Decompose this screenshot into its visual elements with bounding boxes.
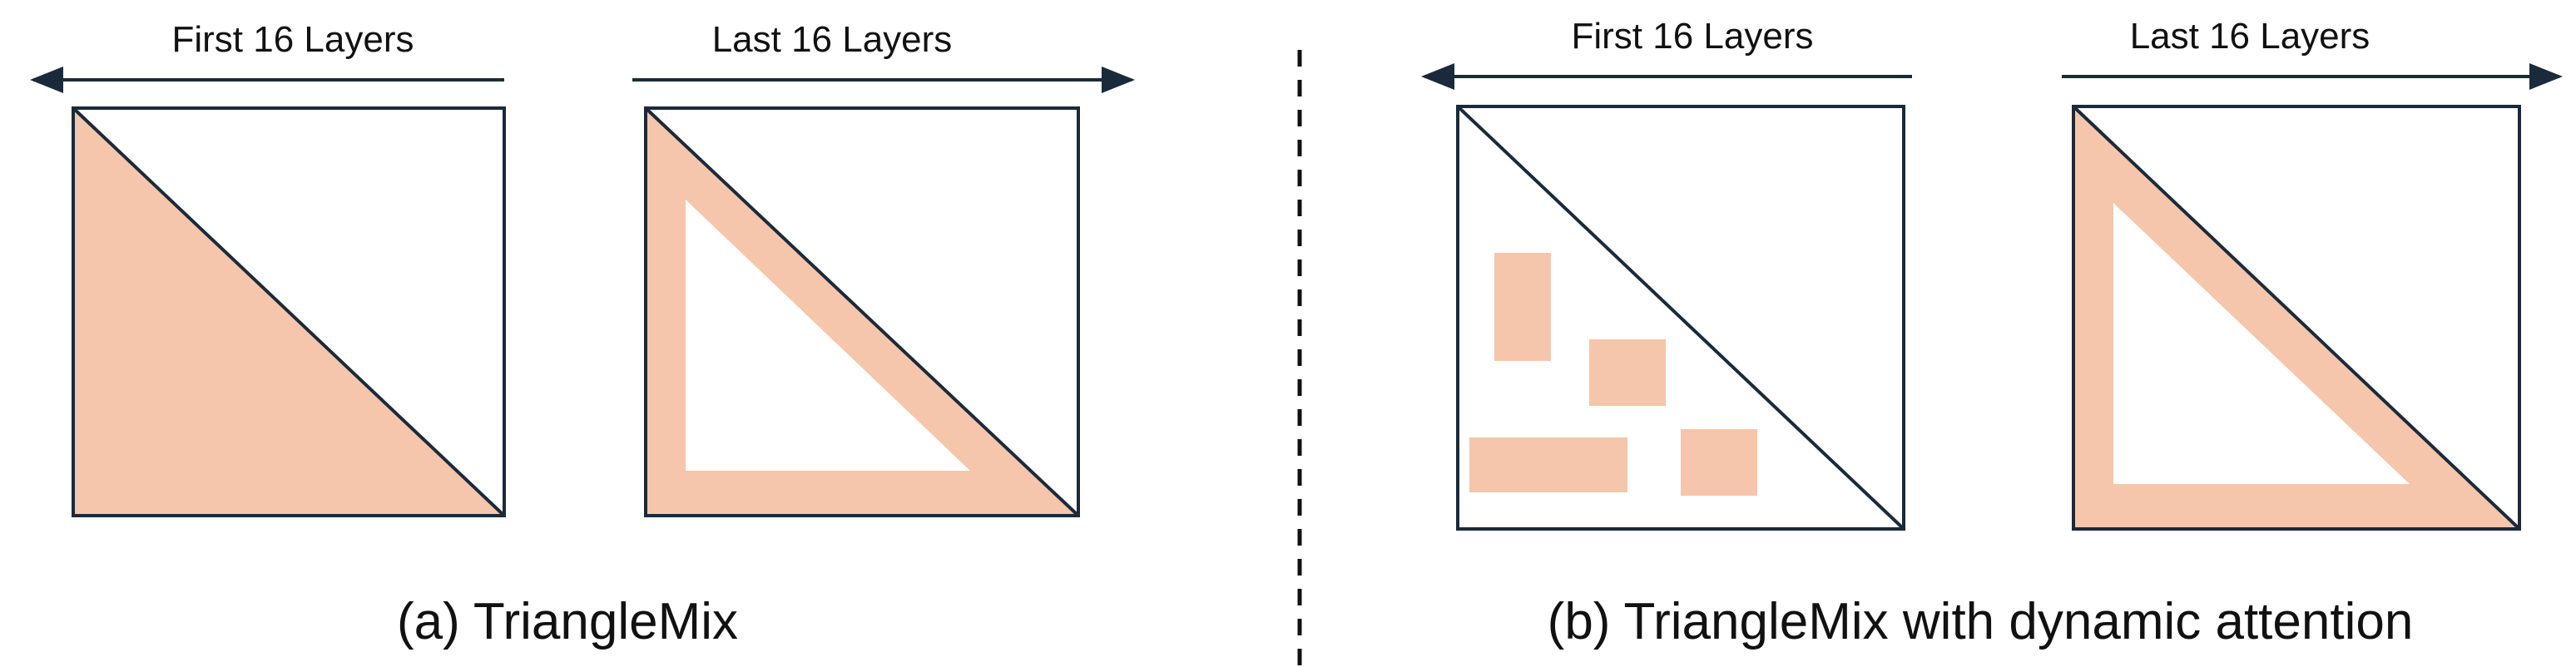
- panel-a: First 16 Layers Last 16 Layers (a) Trian…: [30, 19, 1135, 650]
- panel-a-caption: (a) TriangleMix: [397, 593, 738, 650]
- panel-b-caption: (b) TriangleMix with dynamic attention: [1548, 593, 2414, 650]
- panel-b: First 16 Layers Last 16 Layers (b) Trian…: [1421, 16, 2563, 650]
- matrix-diagonal: [72, 106, 506, 517]
- panel-b-first-layers-matrix: [1456, 105, 1905, 531]
- matrix-border: [2072, 105, 2521, 531]
- matrix-diagonal: [2072, 105, 2521, 531]
- dynamic-block: [1494, 253, 1551, 361]
- matrix-border: [72, 106, 506, 517]
- panel-b-last-layers-matrix: [2072, 105, 2521, 531]
- dynamic-block: [1589, 339, 1666, 406]
- matrix-border: [1456, 105, 1905, 531]
- panel-a-left-header: First 16 Layers: [172, 19, 414, 60]
- panel-b-right-header: Last 16 Layers: [2130, 16, 2370, 57]
- panel-a-right-header: Last 16 Layers: [712, 19, 953, 60]
- matrix-border: [644, 106, 1080, 517]
- dynamic-block: [1681, 429, 1757, 496]
- panel-a-last-layers-matrix: [644, 106, 1080, 517]
- panel-a-first-layers-matrix: [72, 106, 506, 517]
- dynamic-block: [1469, 437, 1627, 492]
- matrix-diagonal: [644, 106, 1080, 517]
- panel-b-left-header: First 16 Layers: [1572, 16, 1814, 57]
- matrix-diagonal: [1456, 105, 1905, 531]
